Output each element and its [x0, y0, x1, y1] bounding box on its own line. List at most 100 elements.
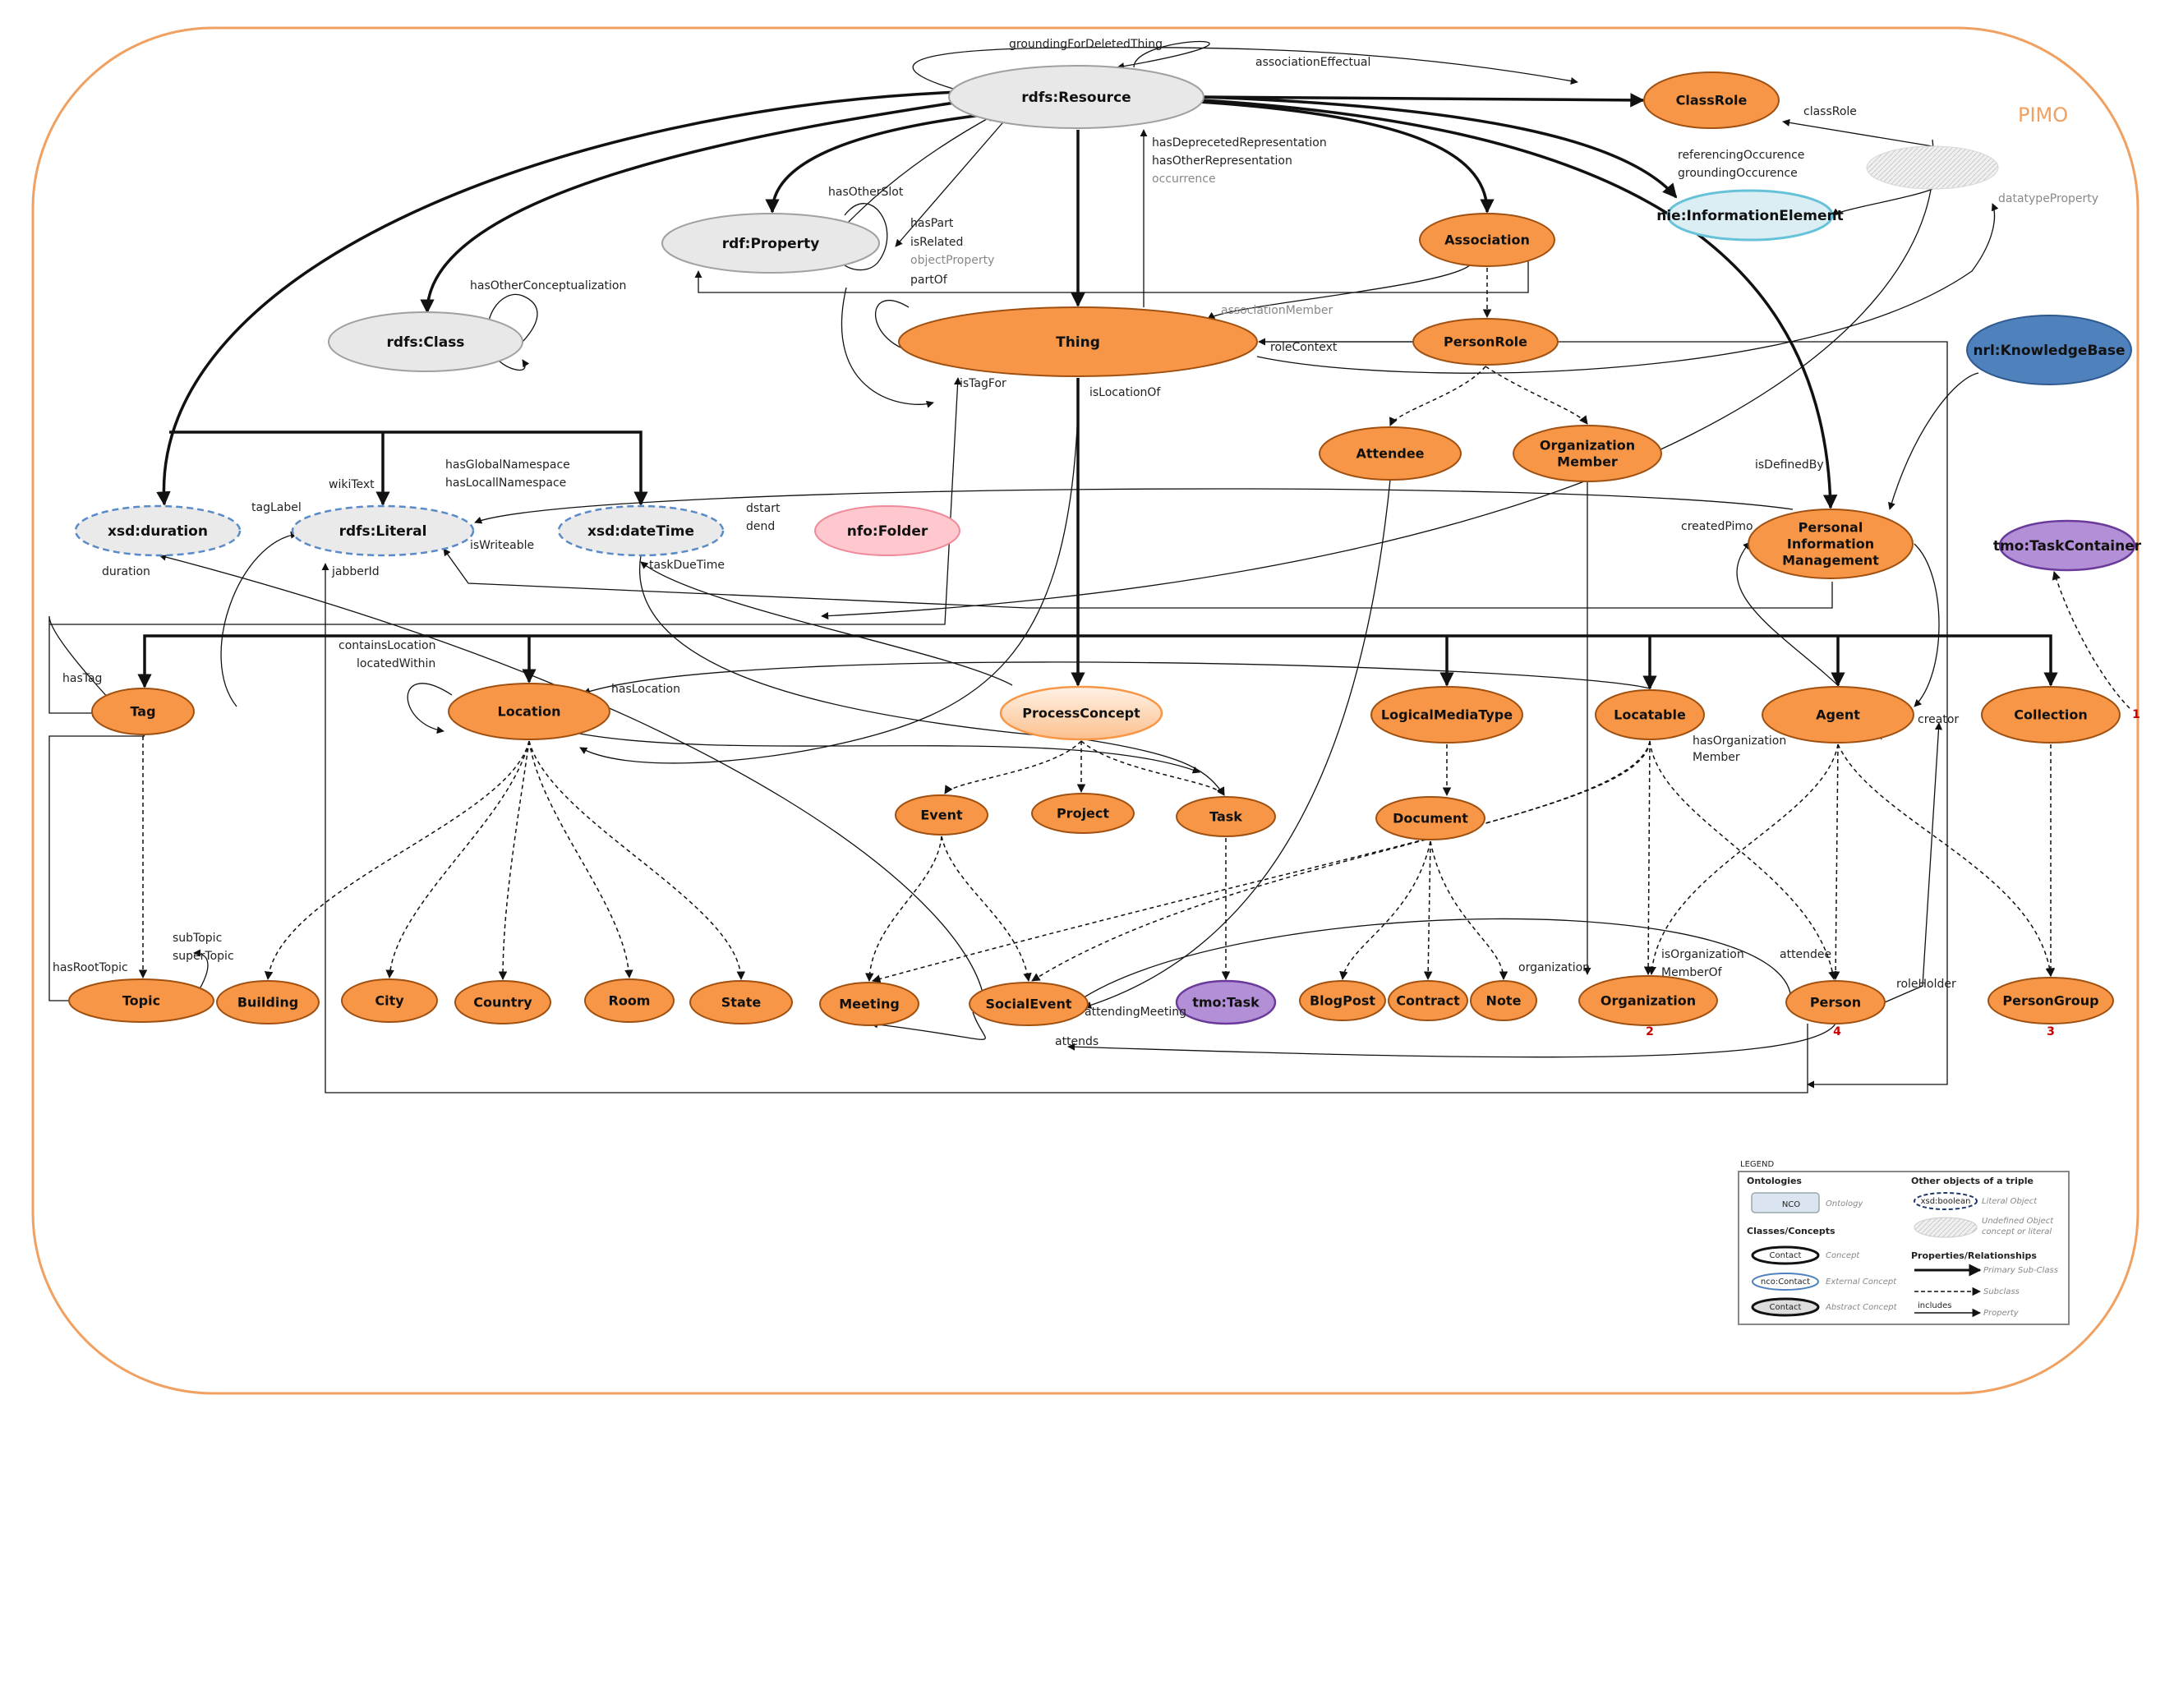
node-blogpost-shape: [1299, 980, 1386, 1021]
edge: [1914, 543, 1940, 707]
marker-m4: 4: [1833, 1025, 1841, 1038]
edge: [49, 377, 962, 625]
node-socialevent-shape: [969, 982, 1089, 1026]
node-socialevent: SocialEvent: [969, 982, 1089, 1026]
edge: [1782, 118, 1933, 147]
edge: [640, 561, 1013, 686]
edge-label-is_org_member2: MemberOf: [1661, 966, 1723, 979]
edge: [1649, 740, 1837, 981]
edge: [865, 836, 942, 983]
edge: [385, 740, 530, 979]
node-literal-label: rdfs:Literal: [339, 523, 427, 540]
legend-subclass-desc: Subclass: [1983, 1287, 2020, 1296]
edge-label-grounding_deleted: groundingForDeletedThing: [1009, 38, 1163, 51]
edge-label-referencing: referencingOccurence: [1678, 149, 1804, 162]
edge-label-is_org_member: isOrganization: [1661, 948, 1744, 961]
edge-label-wiki_text: wikiText: [329, 478, 375, 491]
edge: [1078, 634, 2058, 687]
node-room-label: Room: [609, 993, 651, 1009]
legend-ontology-sample: [1751, 1192, 1820, 1213]
node-tmotask-label: tmo:Task: [1192, 995, 1260, 1011]
legend-property-desc: Property: [1983, 1309, 2020, 1318]
edge-label-grounding_occ: groundingOccurence: [1678, 167, 1798, 180]
node-organization: Organization: [1578, 975, 1718, 1026]
edge-label-role_context: roleContext: [1270, 341, 1338, 354]
node-country-shape: [454, 980, 551, 1024]
node-organization-label: Organization: [1601, 993, 1696, 1009]
node-attendee-label: Attendee: [1356, 446, 1424, 462]
edge: [1264, 341, 1948, 1089]
node-processconcept-shape: [999, 685, 1163, 741]
edge: [583, 661, 1651, 695]
node-thing-shape: [898, 306, 1258, 377]
legend-external-desc: External Concept: [1826, 1278, 1897, 1287]
edge-label-organization_lbl: organization: [1518, 961, 1590, 974]
legend-classes-heading: Classes/Concepts: [1747, 1226, 1835, 1236]
node-topic-shape: [68, 978, 214, 1023]
edge: [169, 430, 648, 506]
frame-title: PIMO: [2018, 104, 2068, 127]
node-event-shape: [895, 794, 988, 836]
edge: [1200, 95, 1678, 199]
node-task-shape: [1176, 796, 1276, 837]
edge-label-is_related: isRelated: [910, 236, 963, 249]
edge-label-has_other_concept: hasOtherConceptualization: [470, 279, 626, 292]
node-person-shape: [1785, 980, 1886, 1024]
node-association: Association: [1419, 213, 1555, 267]
edge-label-is_location_of: isLocationOf: [1089, 386, 1161, 399]
node-collection-label: Collection: [2014, 707, 2088, 723]
node-logicalmediatype-shape: [1370, 686, 1523, 744]
node-tmotask: tmo:Task: [1175, 979, 1277, 1025]
marker-m3: 3: [2047, 1025, 2055, 1038]
edges: [48, 40, 2130, 1093]
edge: [1643, 740, 1653, 976]
node-infoelement-label: nie:InformationElement: [1656, 208, 1844, 224]
edge: [1067, 1023, 1836, 1058]
edge-label-dend: dend: [746, 520, 775, 533]
legend-undefined-desc1: Undefined Object: [1982, 1217, 2054, 1226]
legend-concept-desc: Concept: [1826, 1251, 1860, 1260]
edge-label-role_holder: roleHolder: [1896, 978, 1956, 991]
edge: [1256, 203, 1999, 374]
edge: [944, 740, 1082, 794]
node-datetime: xsd:dateTime: [557, 504, 725, 557]
edge: [1199, 100, 1495, 214]
node-kb: nrl:KnowledgeBase: [1966, 315, 2132, 385]
node-folder-label: nfo:Folder: [847, 523, 928, 540]
node-tag-shape: [91, 688, 195, 735]
edge-label-has_other_repr: hasOtherRepresentation: [1152, 154, 1292, 168]
node-attendee-shape: [1319, 426, 1462, 481]
legend-includes-label: includes: [1918, 1301, 1951, 1310]
node-rdfsclass-shape: [328, 311, 523, 372]
node-property-label: rdf:Property: [722, 236, 820, 252]
node-infoelement: nie:InformationElement: [1656, 189, 1844, 242]
node-topic-label: Topic: [122, 993, 160, 1009]
edge: [1389, 366, 1486, 426]
legend-ontology-sample-text: NCO: [1782, 1200, 1800, 1209]
edge: [48, 735, 145, 1005]
edge: [871, 740, 1651, 983]
node-topic: Topic: [68, 978, 214, 1023]
node-duration-label: xsd:duration: [108, 523, 208, 540]
edge-label-has_deprecated: hasDeprecetedRepresentation: [1152, 136, 1327, 150]
legend-title: LEGEND: [1740, 1160, 1774, 1169]
node-kb-shape: [1966, 315, 2132, 385]
node-locatable-shape: [1595, 689, 1705, 740]
marker-m1: 1: [2132, 708, 2140, 721]
legend-literal-desc: Literal Object: [1982, 1197, 2038, 1206]
node-collection-shape: [1981, 686, 2121, 744]
edge: [420, 100, 960, 314]
edge: [841, 287, 934, 408]
node-building-label: Building: [237, 995, 298, 1011]
node-folder: nfo:Folder: [814, 505, 960, 556]
node-attendee: Attendee: [1319, 426, 1462, 481]
node-datetime-label: xsd:dateTime: [587, 523, 694, 540]
node-person-label: Person: [1810, 995, 1861, 1011]
edge-label-occurrence: occurrence: [1152, 173, 1216, 186]
node-locatable: Locatable: [1595, 689, 1705, 740]
node-persongroup-shape: [1987, 977, 2114, 1024]
edge-label-is_writeable: isWriteable: [470, 539, 534, 552]
edge: [579, 410, 1079, 764]
